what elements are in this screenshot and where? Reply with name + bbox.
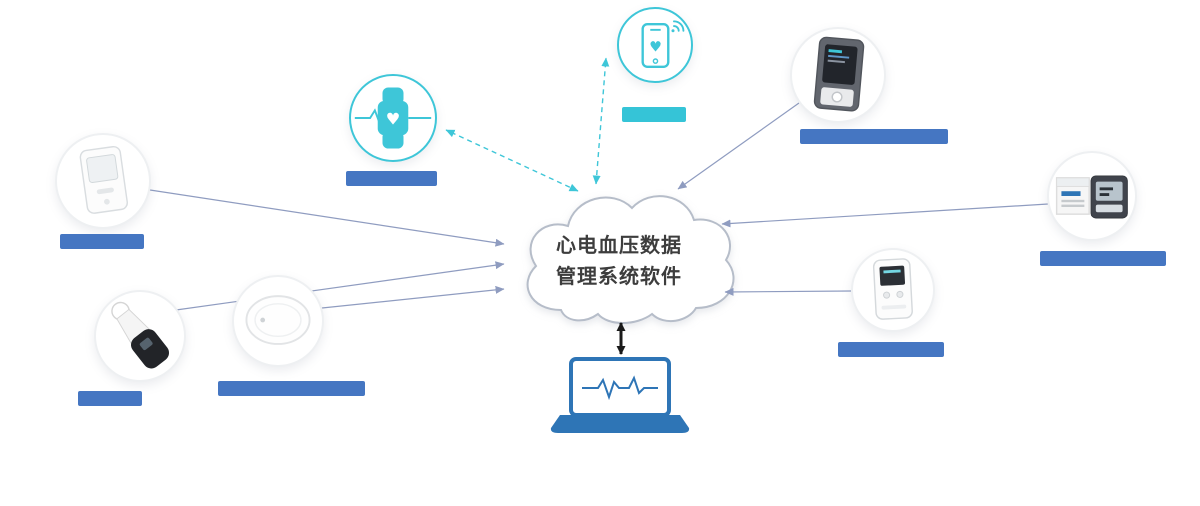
label-holter-recorder <box>838 342 944 357</box>
bp-monitor-image <box>813 36 865 112</box>
label-ecg-recorder <box>60 234 144 249</box>
bp-meter-box-image <box>1055 175 1128 219</box>
dashed-connector-cloud-to-phone <box>592 57 610 185</box>
chest-patch-image <box>245 295 311 345</box>
connector-ear-thermometer-to-cloud <box>175 261 505 311</box>
cloud-title-line2: 管理系统软件 <box>556 264 682 288</box>
cloud-title: 心电血压数据 管理系统软件 <box>536 230 702 292</box>
dashed-connector-cloud-to-watch <box>445 129 579 192</box>
node-holter-recorder <box>851 248 935 332</box>
label-smartphone-app <box>622 107 686 122</box>
laptop-ecg-icon <box>550 357 690 433</box>
label-bp-monitor <box>800 129 948 144</box>
svg-text:♥: ♥ <box>386 110 401 129</box>
node-smart-watch: ♥ <box>349 74 437 162</box>
holter-recorder-image <box>872 258 913 320</box>
connector-holter-to-cloud <box>724 287 852 296</box>
ecg-recorder-image <box>79 145 128 214</box>
label-chest-patch <box>218 381 365 396</box>
cloud-shape <box>526 195 735 324</box>
connector-chest-patch-to-cloud <box>321 285 505 309</box>
node-laptop-software <box>550 356 690 438</box>
smartphone-heart-icon: ♥ <box>641 20 685 68</box>
node-bp-monitor <box>790 27 886 123</box>
connector-ecg-recorder-to-cloud <box>149 189 505 247</box>
smartwatch-ecg-icon: ♥ <box>354 87 432 149</box>
connector-bp-monitor-to-cloud <box>677 102 800 190</box>
label-smart-watch <box>346 171 437 186</box>
connector-bp-meter-to-cloud <box>721 203 1049 228</box>
svg-text:♥: ♥ <box>649 40 662 56</box>
label-ear-thermometer <box>78 391 142 406</box>
node-bp-meter-with-box <box>1047 151 1137 241</box>
cloud-title-line1: 心电血压数据 <box>556 233 682 257</box>
label-bp-meter-with-box <box>1040 251 1166 266</box>
node-ear-thermometer <box>94 290 186 382</box>
ear-thermometer-image <box>111 301 170 369</box>
node-smartphone-app: ♥ <box>617 7 693 83</box>
node-chest-patch <box>232 275 324 367</box>
node-ecg-recorder <box>55 133 151 229</box>
